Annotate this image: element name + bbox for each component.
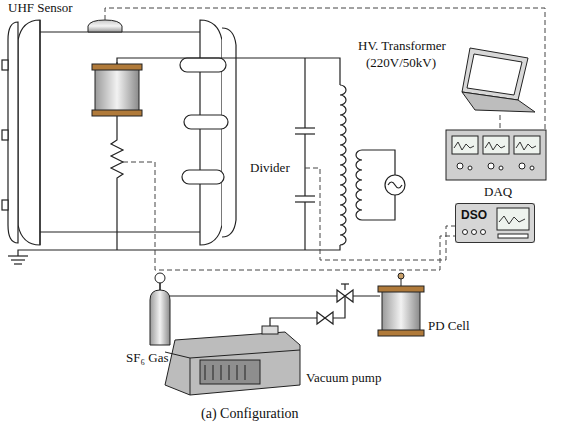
cell-label: PD Cell xyxy=(428,318,470,333)
pump-label: Vacuum pump xyxy=(306,370,381,385)
transformer-label: HV. Transformer xyxy=(358,38,446,53)
uhf-sensor xyxy=(88,20,122,32)
gis-chamber xyxy=(2,20,236,245)
sensor-label: UHF Sensor xyxy=(8,0,73,15)
pd-cell-inside xyxy=(92,62,142,116)
gas-label: SF₆ Gas xyxy=(126,350,168,365)
rating-label: (220V/50kV) xyxy=(366,55,436,70)
gas-piping xyxy=(160,282,380,332)
signal-cables xyxy=(105,8,545,270)
hv-wiring xyxy=(8,58,405,264)
oscilloscope-box: DSO xyxy=(455,203,535,243)
device-name: DSO xyxy=(461,208,487,222)
sf6-cylinder xyxy=(150,273,170,345)
figure-caption: (a) Configuration xyxy=(201,406,299,422)
pd-cell xyxy=(378,273,424,336)
daq-label: DAQ xyxy=(484,184,512,199)
dso-device xyxy=(455,203,535,243)
laptop xyxy=(462,48,535,112)
vacuum-pump xyxy=(165,326,300,395)
divider-label: Divider xyxy=(250,160,290,175)
daq-device xyxy=(446,130,546,180)
